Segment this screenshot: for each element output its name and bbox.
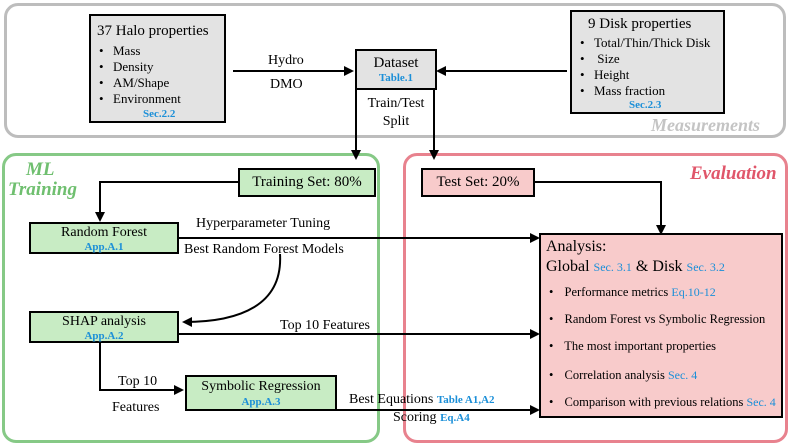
top10-line2-label: Features: [112, 400, 160, 415]
evaluation-region: [403, 153, 788, 443]
dataset-box: Dataset Table.1: [355, 49, 437, 90]
analysis-item: Correlation analysis Sec. 4: [549, 368, 698, 383]
best-equations-text: Best Equations: [349, 392, 434, 407]
dmo-label: DMO: [270, 77, 303, 92]
analysis-subtitle: Global Sec. 3.1 & Disk Sec. 3.2: [546, 258, 725, 276]
arrow-test-analysis: [535, 181, 666, 235]
ml-label-line2: Training: [8, 178, 77, 200]
halo-item: Environment: [97, 91, 224, 107]
disk-title: 9 Disk properties: [588, 16, 692, 32]
test-set-box: Test Set: 20%: [421, 168, 535, 197]
arrow-rf-shap: [182, 253, 282, 327]
ml-training-label: ML Training: [8, 160, 77, 200]
analysis-item-text: The most important properties: [564, 339, 716, 353]
analysis-title: Analysis:: [546, 238, 607, 255]
training-set-label: Training Set: 80%: [252, 174, 362, 190]
disk-properties-box: 9 Disk properties Total/Thin/Thick Disk …: [570, 10, 725, 114]
halo-item: Density: [97, 59, 224, 75]
best-equations-label: Best Equations Table A1,A2: [349, 392, 495, 408]
analysis-item-ref: Sec. 4: [667, 368, 698, 382]
best-equations-ref: Table A1,A2: [436, 394, 495, 406]
shap-analysis-box: SHAP analysis App.A.2: [29, 311, 179, 343]
analysis-item: Comparison with previous relations Sec. …: [549, 395, 776, 410]
dataset-ref: Table.1: [378, 72, 414, 84]
halo-properties-box: 37 Halo properties Mass Density AM/Shape…: [89, 14, 226, 123]
analysis-item: Performance metrics Eq.10-12: [549, 285, 716, 300]
scoring-ref: Eq.A4: [440, 412, 470, 424]
scoring-label: Scoring Eq.A4: [393, 410, 470, 426]
ml-training-region: [2, 153, 380, 443]
symbolic-regression-box: Symbolic Regression App.A.3: [185, 375, 337, 411]
top10-line1-label: Top 10: [118, 374, 158, 389]
train-test-line2: Split: [382, 113, 410, 129]
analysis-item-text: Performance metrics: [564, 285, 669, 299]
analysis-item: The most important properties: [549, 339, 716, 354]
training-set-box: Training Set: 80%: [238, 168, 376, 197]
analysis-global-ref: Sec. 3.1: [593, 260, 632, 274]
analysis-item-text: Comparison with previous relations: [564, 395, 744, 409]
analysis-disk-ref: Sec. 3.2: [686, 260, 725, 274]
ml-label-line1: ML: [26, 159, 55, 180]
hydro-label: Hydro: [268, 53, 304, 68]
analysis-global: Global: [546, 258, 590, 275]
analysis-item: Random Forest vs Symbolic Regression: [549, 312, 766, 327]
scoring-text: Scoring: [393, 410, 437, 425]
analysis-item-text: Correlation analysis: [564, 368, 665, 382]
best-rf-models-label: Best Random Forest Models: [184, 242, 344, 257]
measurements-region: [4, 3, 786, 138]
halo-item: Mass: [97, 43, 224, 59]
halo-item: AM/Shape: [97, 75, 224, 91]
halo-title: 37 Halo properties: [97, 23, 209, 39]
shap-ref: App.A.2: [84, 330, 124, 343]
disk-item: Mass fraction: [578, 83, 723, 99]
arrow-shap-symbolic: [99, 342, 184, 395]
analysis-item-ref: Eq.10-12: [671, 285, 716, 299]
dataset-title: Dataset: [373, 55, 419, 71]
disk-item: Total/Thin/Thick Disk: [578, 35, 723, 51]
random-forest-title: Random Forest: [61, 225, 147, 240]
top10-features-label: Top 10 Features: [280, 318, 371, 333]
train-test-line1: Train/Test: [367, 96, 425, 111]
symbolic-ref: App.A.3: [241, 395, 281, 408]
symbolic-title: Symbolic Regression: [201, 379, 321, 394]
test-set-label: Test Set: 20%: [436, 174, 520, 190]
disk-item: Size: [578, 51, 723, 67]
hyperparameter-tuning-label: Hyperparameter Tuning: [196, 216, 331, 231]
analysis-box: Analysis: Global Sec. 3.1 & Disk Sec. 3.…: [539, 233, 783, 418]
disk-property-list: Total/Thin/Thick Disk Size Height Mass f…: [578, 35, 723, 98]
disk-ref: Sec.2.3: [629, 99, 662, 111]
analysis-disk: & Disk: [635, 258, 683, 275]
measurements-label: Measurements: [651, 115, 761, 135]
train-test-split-label: Train/Test Split: [361, 95, 431, 130]
halo-ref: Sec.2.2: [143, 108, 176, 120]
shap-title: SHAP analysis: [62, 314, 146, 329]
evaluation-label: Evaluation: [690, 163, 777, 184]
random-forest-box: Random Forest App.A.1: [29, 222, 179, 254]
disk-item: Height: [578, 67, 723, 83]
analysis-item-ref: Sec. 4: [746, 395, 776, 409]
halo-property-list: Mass Density AM/Shape Environment: [97, 43, 224, 106]
arrow-training-rf: [95, 181, 238, 222]
random-forest-ref: App.A.1: [84, 241, 124, 254]
analysis-item-text: Random Forest vs Symbolic Regression: [564, 312, 766, 326]
